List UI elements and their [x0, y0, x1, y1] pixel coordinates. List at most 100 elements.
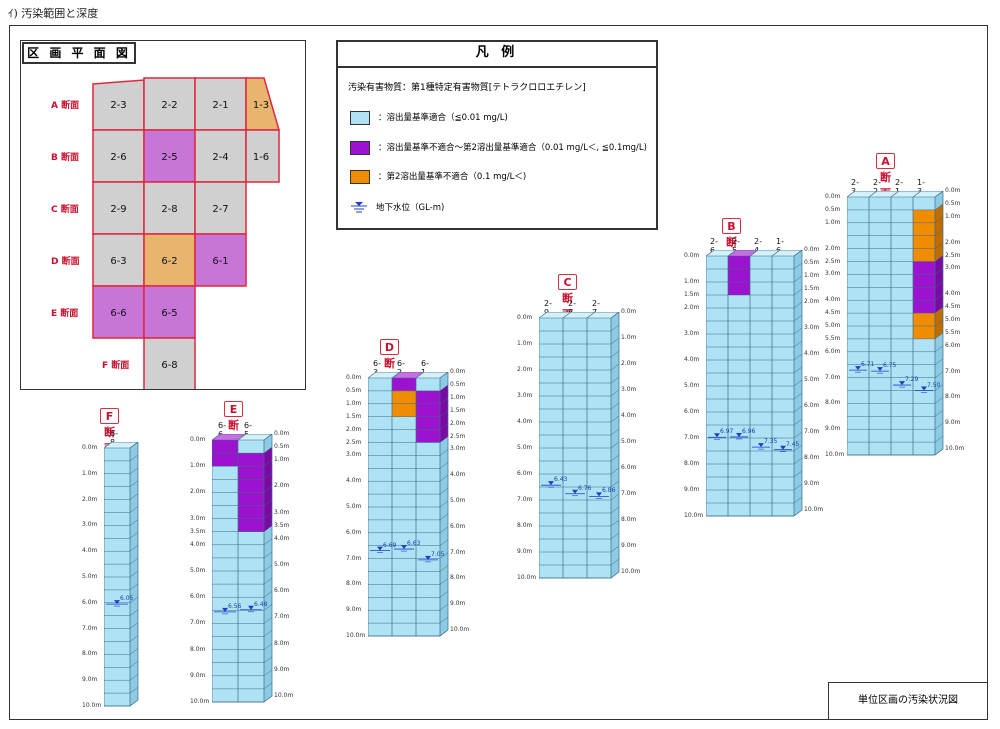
depth-label-left: 10.0m [684, 512, 704, 519]
depth-label-left: 0.0m [825, 193, 841, 200]
depth-label-right: 0.0m [804, 246, 820, 253]
depth-label-left: 9.0m [346, 606, 362, 614]
plan-cell-label: 2-8 [161, 204, 177, 215]
water-level-marker [752, 443, 770, 450]
depth-label-right: 9.0m [450, 600, 466, 608]
depth-label-right: 5.0m [274, 561, 290, 568]
depth-label-right: 8.0m [945, 393, 961, 401]
depth-label-right: 7.0m [804, 428, 820, 435]
section-diagram [847, 191, 944, 456]
plan-cell-2-6: 2-6 [92, 129, 145, 183]
depth-label-right: 2.5m [945, 251, 961, 259]
depth-label-right: 9.0m [945, 419, 961, 427]
depth-label-left: 1.0m [346, 399, 362, 407]
depth-label-left: 4.0m [346, 477, 362, 485]
water-level-value: 6.75 [883, 362, 897, 370]
depth-label-right: 2.0m [945, 238, 961, 246]
column-top [587, 312, 619, 318]
depth-label-right: 2.0m [274, 482, 290, 490]
depth-label-left: 5.0m [517, 444, 533, 451]
plan-cell-label: 6-2 [161, 256, 177, 267]
figure-frame [9, 25, 988, 720]
column-top [706, 250, 736, 256]
depth-label-left: 7.0m [190, 619, 206, 627]
plan-cell-label: 2-2 [161, 100, 177, 111]
section-diagram [368, 372, 449, 637]
depth-label-right: 6.0m [621, 464, 637, 471]
depth-label-right: 10.0m [621, 568, 641, 575]
depth-label-left: 5.0m [346, 503, 362, 510]
plan-cell-2-7: 2-7 [194, 181, 247, 235]
water-level-value: 7.50 [927, 381, 941, 389]
depth-label-right: 0.5m [804, 259, 820, 266]
depth-label-right: 4.0m [450, 471, 466, 479]
depth-label-left: 5.5m [825, 334, 841, 342]
depth-label-left: 3.0m [190, 514, 206, 522]
depth-label-left: 10.0m [825, 451, 845, 458]
depth-label-left: 2.0m [82, 495, 98, 503]
plan-cell-label: 2-9 [110, 204, 126, 215]
water-level-marker [730, 432, 748, 440]
plan-cell-label: 6-5 [161, 308, 177, 319]
depth-label-left: 4.5m [825, 309, 841, 317]
plan-cell-label: 2-5 [161, 152, 177, 163]
water-level-value: 7.05 [431, 550, 445, 558]
section-diagram [104, 442, 139, 707]
water-level-marker [915, 386, 933, 393]
depth-label-left: 2.5m [346, 438, 362, 446]
section-title: C 断面 [558, 274, 577, 321]
depth-label-right: 4.0m [274, 534, 290, 542]
depth-label-left: 1.5m [346, 412, 362, 420]
section-diagram [706, 250, 803, 517]
depth-label-left: 4.0m [825, 296, 841, 304]
depth-label-left: 5.0m [684, 382, 700, 389]
water-level-marker [565, 489, 585, 497]
depth-label-right: 5.0m [804, 376, 820, 383]
water-level-marker [240, 605, 262, 613]
column-label: 2-3 [851, 178, 859, 196]
water-level-marker [106, 600, 128, 607]
depth-label-right: 3.0m [945, 264, 961, 272]
water-level-value: 6.05 [120, 595, 134, 603]
depth-label-left: 3.0m [346, 451, 362, 459]
column-top [913, 191, 943, 197]
plan-cell-6-5: 6-5 [143, 285, 196, 339]
depth-label-left: 6.0m [346, 528, 362, 536]
depth-label-left: 2.0m [190, 488, 206, 496]
depth-label-right: 8.0m [274, 639, 290, 647]
depth-label-right: 4.0m [945, 290, 961, 298]
depth-label-right: 9.0m [804, 480, 820, 487]
depth-label-left: 8.0m [190, 645, 206, 653]
depth-label-right: 1.0m [804, 272, 820, 279]
water-level-value: 6.69 [383, 541, 397, 549]
depth-label-right: 3.5m [274, 521, 290, 529]
depth-label-right: 7.0m [945, 367, 961, 375]
column-top [563, 312, 595, 318]
depth-label-left: 10.0m [346, 632, 366, 639]
plan-cell-label: 6-1 [212, 256, 228, 267]
depth-label-left: 0.0m [82, 444, 98, 451]
water-level-marker [893, 381, 911, 388]
depth-label-left: 10.0m [517, 574, 537, 581]
depth-label-right: 6.0m [945, 341, 961, 349]
depth-label-left: 0.0m [346, 374, 362, 381]
depth-label-left: 1.0m [82, 469, 98, 477]
depth-label-right: 6.0m [804, 402, 820, 409]
section-title: E 断面 [224, 401, 243, 448]
section-title: A 断面 [876, 153, 895, 200]
depth-label-right: 8.0m [804, 454, 820, 461]
depth-label-left: 4.0m [517, 418, 533, 425]
depth-label-left: 7.0m [825, 373, 841, 381]
depth-label-left: 5.0m [190, 567, 206, 574]
depth-label-left: 2.0m [825, 244, 841, 252]
water-level-marker [418, 555, 438, 563]
section-diagram [212, 434, 273, 703]
water-level-value: 7.29 [905, 376, 919, 384]
depth-label-left: 1.5m [684, 291, 700, 298]
depth-label-left: 2.0m [346, 425, 362, 433]
plan-cell-6-8: 6-8 [143, 337, 196, 389]
depth-label-right: 10.0m [945, 445, 965, 452]
depth-label-right: 0.5m [450, 380, 466, 388]
depth-label-right: 8.0m [450, 574, 466, 582]
depth-label-left: 6.0m [825, 347, 841, 355]
